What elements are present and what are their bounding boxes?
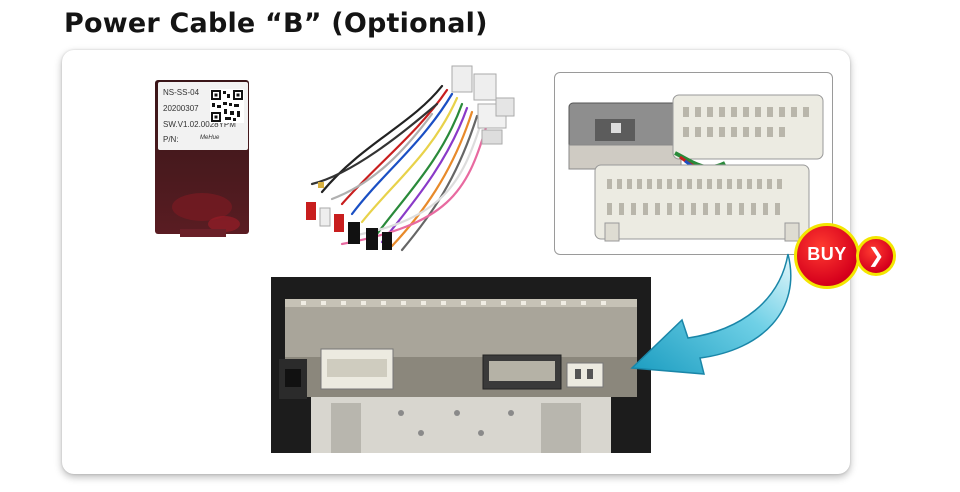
- pointer-arrow-icon: [630, 253, 792, 375]
- connectors-illustration: [568, 94, 824, 242]
- label-line-pn: P/N:: [163, 135, 179, 144]
- page-title: Power Cable “B” (Optional): [64, 8, 488, 39]
- connector-closeup-image: [554, 72, 833, 255]
- buy-button[interactable]: BUY: [794, 223, 860, 289]
- label-brand: MeHue: [200, 135, 220, 141]
- label-line-date: 20200307: [163, 104, 199, 113]
- buy-button-label: BUY: [807, 244, 847, 264]
- qr-code-icon: [210, 89, 244, 123]
- wiring-harness-image: [306, 65, 515, 252]
- decoder-label: NS-SS-04 20200307 SW.V1.02.0028YPM P/N: …: [158, 82, 248, 150]
- label-line-software: SW.V1.02.0028YPM: [163, 120, 236, 129]
- head-unit-illustration: [271, 277, 651, 453]
- head-unit-back-image: [271, 277, 651, 453]
- label-line-model: NS-SS-04: [163, 88, 200, 97]
- buy-go-chevron-icon[interactable]: ❯: [856, 236, 896, 276]
